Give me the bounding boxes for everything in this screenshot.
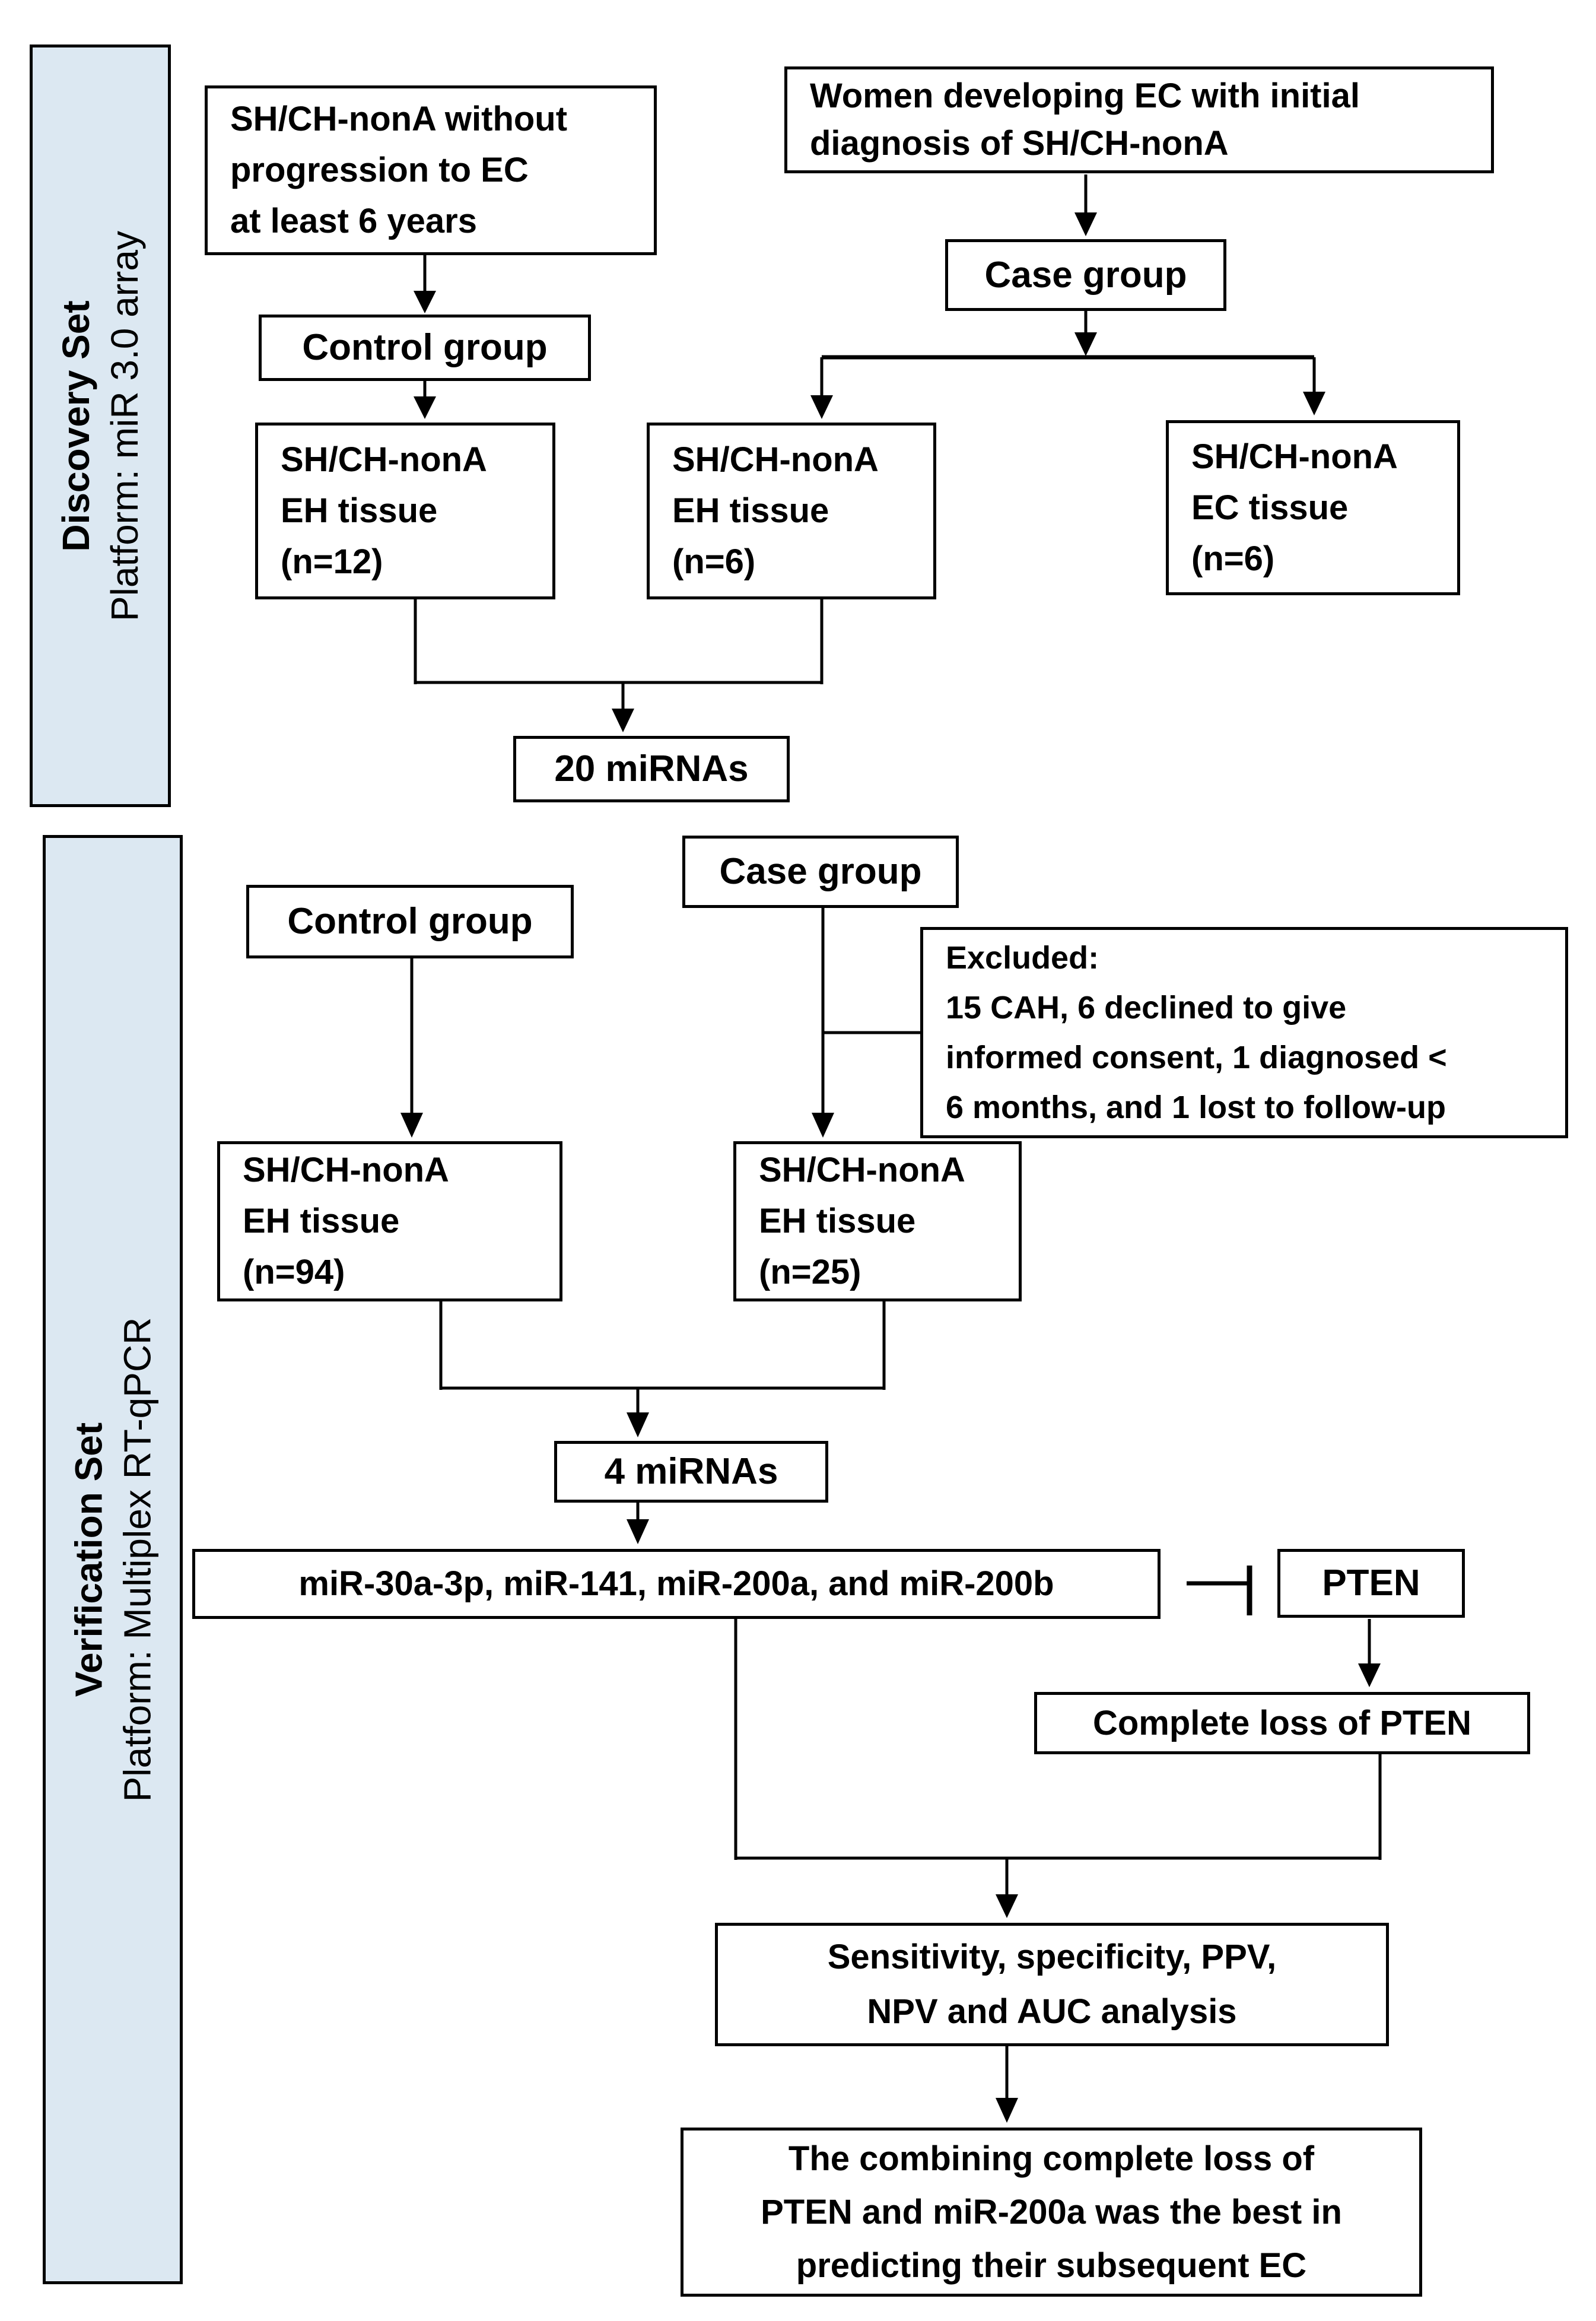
box-sensitivity-analysis-label: Sensitivity, specificity, PPV, NPV and A… bbox=[827, 1938, 1277, 2031]
box-no-progression-label: SH/CH-nonA without progression to EC at … bbox=[230, 100, 568, 240]
box-mir-list-label: miR-30a-3p, miR-141, miR-200a, and miR-2… bbox=[298, 1564, 1054, 1603]
box-eh-tissue-n94-label: SH/CH-nonA EH tissue (n=94) bbox=[243, 1151, 449, 1291]
case-group-split-connector bbox=[810, 311, 1325, 419]
box-ec-tissue-n6-label: SH/CH-nonA EC tissue (n=6) bbox=[1191, 437, 1398, 578]
arrow-case2-to-n25 bbox=[812, 908, 834, 1138]
box-control-group-verification: Control group bbox=[246, 885, 574, 958]
inhibition-tbar-mirlist-to-pten bbox=[1187, 1566, 1252, 1615]
arrow-control2-to-n94 bbox=[400, 958, 423, 1138]
box-control-group-verification-label: Control group bbox=[287, 901, 533, 942]
box-complete-loss-of-pten-label: Complete loss of PTEN bbox=[1092, 1703, 1472, 1742]
box-excluded-label: Excluded: 15 CAH, 6 declined to give inf… bbox=[946, 940, 1447, 1125]
box-eh-tissue-n25-label: SH/CH-nonA EH tissue (n=25) bbox=[759, 1151, 965, 1291]
arrow-pten-to-loss bbox=[1358, 1619, 1381, 1687]
discovery-set-title: Discovery Set bbox=[55, 300, 97, 552]
box-eh-tissue-n12: SH/CH-nonA EH tissue (n=12) bbox=[255, 423, 555, 599]
box-eh-tissue-n12-label: SH/CH-nonA EH tissue (n=12) bbox=[281, 440, 487, 581]
arrow-noprogression-to-control bbox=[414, 255, 436, 313]
box-control-group-discovery: Control group bbox=[259, 315, 591, 381]
box-mir-list: miR-30a-3p, miR-141, miR-200a, and miR-2… bbox=[192, 1549, 1161, 1619]
box-complete-loss-of-pten: Complete loss of PTEN bbox=[1034, 1692, 1530, 1754]
discovery-set-sidebar: Discovery Set Platform: miR 3.0 array bbox=[30, 45, 171, 807]
box-excluded: Excluded: 15 CAH, 6 declined to give inf… bbox=[920, 927, 1568, 1138]
discovery-set-platform: Platform: miR 3.0 array bbox=[103, 230, 146, 621]
box-case-group-discovery: Case group bbox=[945, 239, 1226, 311]
join-to-4mirnas-connector bbox=[439, 1301, 886, 1437]
arrow-women-to-case bbox=[1074, 174, 1097, 236]
box-control-group-discovery-label: Control group bbox=[302, 327, 548, 368]
discovery-set-sidebar-text: Discovery Set Platform: miR 3.0 array bbox=[52, 231, 149, 621]
arrow-analysis-to-conclusion bbox=[996, 2046, 1018, 2123]
box-conclusion-label: The combining complete loss of PTEN and … bbox=[761, 2139, 1342, 2285]
box-eh-tissue-n6: SH/CH-nonA EH tissue (n=6) bbox=[647, 423, 936, 599]
box-eh-tissue-n6-label: SH/CH-nonA EH tissue (n=6) bbox=[672, 440, 879, 581]
box-sensitivity-analysis: Sensitivity, specificity, PPV, NPV and A… bbox=[715, 1923, 1389, 2046]
arrow-control-to-n12 bbox=[414, 381, 436, 419]
join-to-analysis-connector bbox=[734, 1619, 1382, 1918]
box-4-mirnas: 4 miRNAs bbox=[554, 1441, 828, 1503]
arrow-4mirnas-to-mirlist bbox=[627, 1503, 649, 1544]
verification-set-sidebar-text: Verification Set Platform: Multiplex RT-… bbox=[64, 1317, 161, 1802]
box-case-group-discovery-label: Case group bbox=[984, 254, 1187, 296]
box-20-mirnas-label: 20 miRNAs bbox=[554, 748, 749, 789]
box-case-group-verification-label: Case group bbox=[719, 851, 922, 892]
box-eh-tissue-n25: SH/CH-nonA EH tissue (n=25) bbox=[733, 1141, 1022, 1301]
join-to-20mirnas-connector bbox=[414, 599, 824, 732]
box-women-developing-ec: Women developing EC with initial diagnos… bbox=[784, 66, 1494, 173]
verification-set-platform: Platform: Multiplex RT-qPCR bbox=[116, 1317, 158, 1802]
box-ec-tissue-n6: SH/CH-nonA EC tissue (n=6) bbox=[1166, 420, 1460, 595]
box-women-developing-ec-label: Women developing EC with initial diagnos… bbox=[810, 77, 1360, 163]
box-pten-label: PTEN bbox=[1322, 1563, 1420, 1604]
verification-set-title: Verification Set bbox=[67, 1422, 110, 1697]
box-4-mirnas-label: 4 miRNAs bbox=[604, 1451, 778, 1492]
box-conclusion: The combining complete loss of PTEN and … bbox=[681, 2128, 1422, 2297]
box-no-progression: SH/CH-nonA without progression to EC at … bbox=[205, 85, 657, 255]
box-20-mirnas: 20 miRNAs bbox=[513, 736, 790, 802]
box-case-group-verification: Case group bbox=[682, 836, 959, 908]
box-pten: PTEN bbox=[1277, 1549, 1465, 1618]
box-eh-tissue-n94: SH/CH-nonA EH tissue (n=94) bbox=[217, 1141, 562, 1301]
verification-set-sidebar: Verification Set Platform: Multiplex RT-… bbox=[43, 835, 183, 2284]
